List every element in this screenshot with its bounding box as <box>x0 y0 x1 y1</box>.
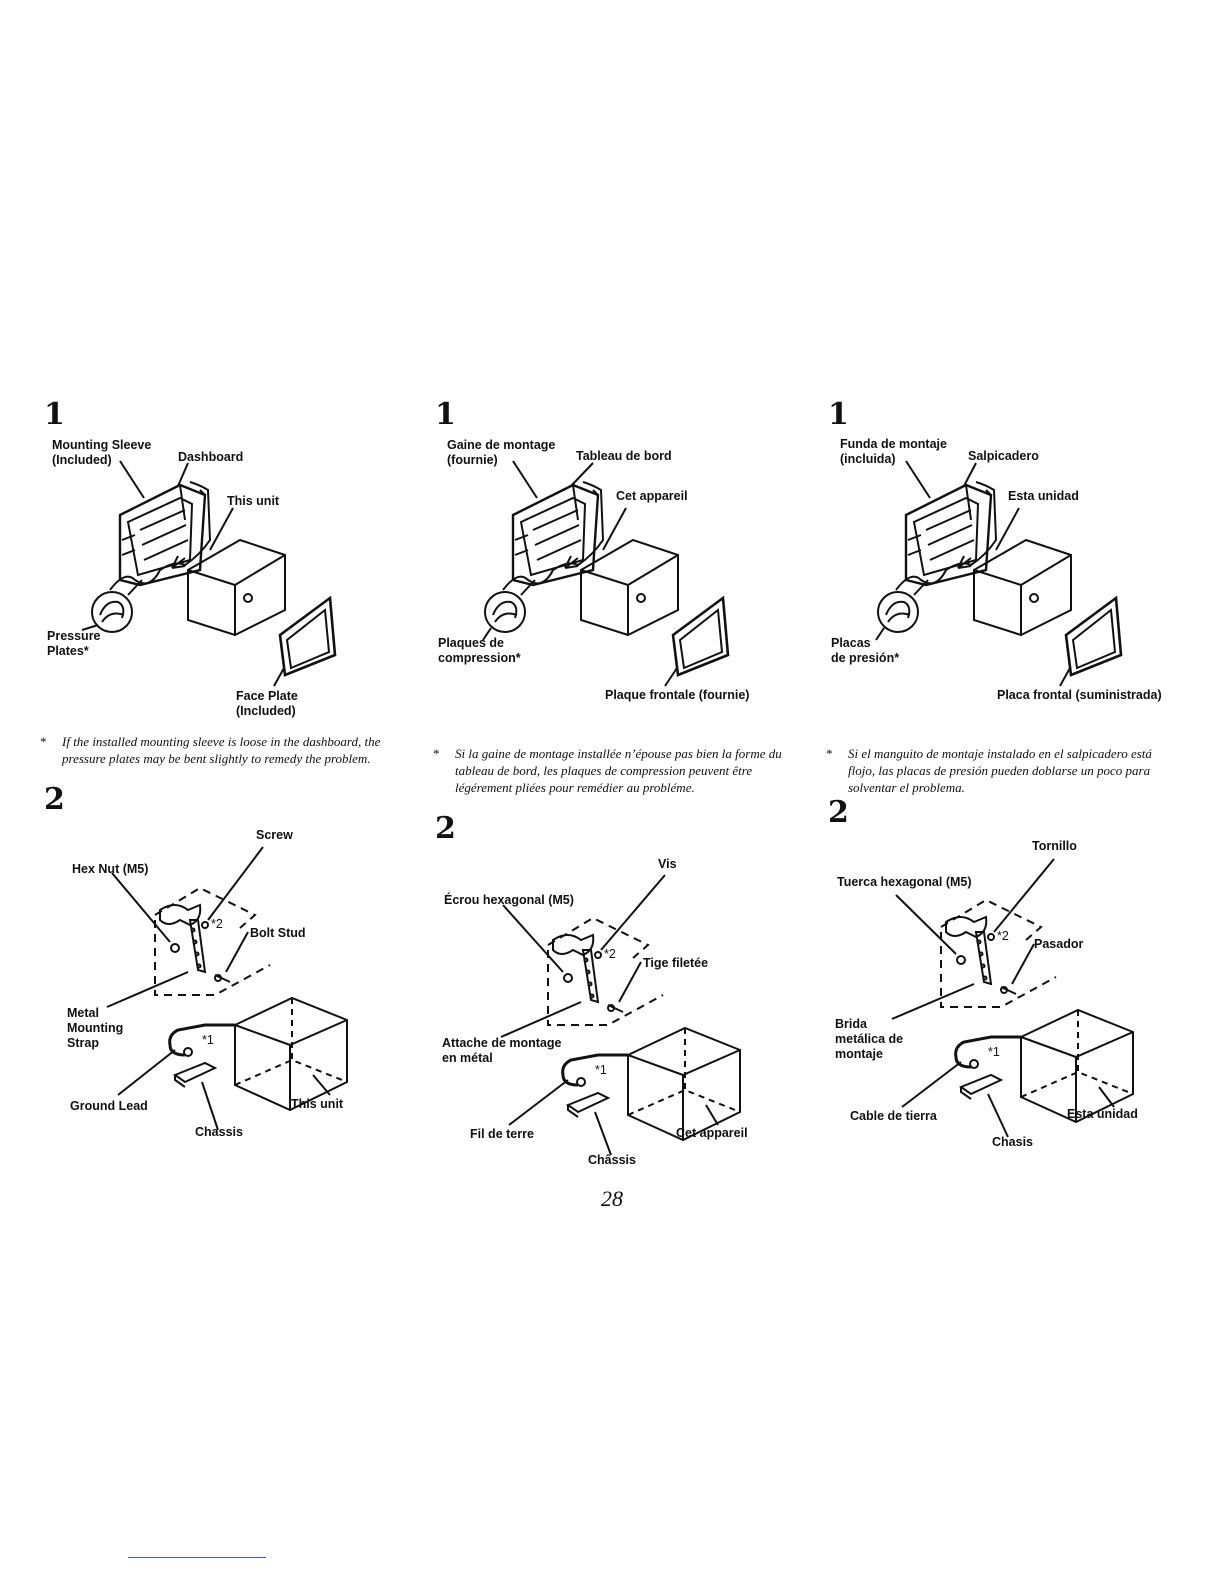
note-text: Si la gaine de montage installée n’épous… <box>455 746 782 795</box>
label-screw: Tornillo <box>1032 839 1077 853</box>
figure-mounting: Gaine de montage (fournie) Tableau de bo… <box>433 430 823 730</box>
step2-number: 2 <box>828 795 849 830</box>
label-mounting-sleeve: Funda de montaje (incluida) <box>840 437 947 466</box>
label-bolt-stud: Tige filetée <box>643 956 709 970</box>
label-face-plate: Placa frontal (suministrada) <box>997 688 1162 702</box>
figure-grounding: Screw Hex Nut (M5) Bolt Stud Metal Mount… <box>40 820 430 1150</box>
step2-number: 2 <box>435 811 456 846</box>
grounding-diagram <box>500 874 741 1156</box>
label-dashboard: Tableau de bord <box>576 449 672 463</box>
label-screw: Vis <box>658 857 677 871</box>
label-unit: Cet appareil <box>676 1126 748 1140</box>
label-mounting-sleeve: Gaine de montage (fournie) <box>447 438 556 467</box>
label-face-plate: Face Plate (Included) <box>236 689 298 718</box>
label-unit: This unit <box>291 1097 344 1111</box>
label-bolt-stud: Bolt Stud <box>250 926 306 940</box>
label-dashboard: Salpicadero <box>968 449 1039 463</box>
figure-mounting: Mounting Sleeve (Included) Dashboard Thi… <box>40 430 430 730</box>
figure-mounting: Funda de montaje (incluida) Salpicadero … <box>826 430 1216 730</box>
label-ground-lead: Ground Lead <box>70 1099 148 1113</box>
footer-rule <box>128 1557 266 1558</box>
label-unit: This unit <box>227 494 280 508</box>
mark-2: *2 <box>211 917 223 931</box>
label-metal-strap: Metal Mounting Strap <box>67 1006 124 1050</box>
label-ground-lead: Cable de tierra <box>850 1109 937 1123</box>
label-face-plate: Plaque frontale (fournie) <box>605 688 750 702</box>
label-chassis: Chassis <box>195 1125 243 1139</box>
label-unit: Esta unidad <box>1008 489 1079 503</box>
label-chassis: Chasis <box>992 1135 1033 1149</box>
grounding-diagram <box>106 846 348 1131</box>
mark-1: *1 <box>202 1033 214 1047</box>
mounting-diagram <box>875 460 1123 687</box>
step1-number: 1 <box>44 397 65 432</box>
label-screw: Screw <box>256 828 293 842</box>
label-mounting-sleeve: Mounting Sleeve (Included) <box>52 438 152 467</box>
note: * If the installed mounting sleeve is lo… <box>40 733 390 789</box>
mark-2: *2 <box>604 947 616 961</box>
note: * Si la gaine de montage installée n’épo… <box>433 745 783 817</box>
mark-1: *1 <box>595 1063 607 1077</box>
figure-grounding: Vis Écrou hexagonal (M5) Tige filetée At… <box>433 850 823 1180</box>
label-unit: Cet appareil <box>616 489 688 503</box>
note: * Si el manguito de montaje instalado en… <box>826 745 1176 801</box>
label-hex-nut: Hex Nut (M5) <box>72 862 149 876</box>
label-pressure-plates: Pressure Plates* <box>47 629 101 658</box>
label-bolt-stud: Pasador <box>1034 937 1084 951</box>
column-english: 1 <box>40 0 430 1584</box>
label-metal-strap: Attache de montage en métal <box>442 1036 562 1065</box>
mark-1: *1 <box>988 1045 1000 1059</box>
grounding-diagram <box>891 858 1134 1138</box>
label-hex-nut: Tuerca hexagonal (M5) <box>837 875 972 889</box>
label-dashboard: Dashboard <box>178 450 244 464</box>
step2-number: 2 <box>44 782 65 817</box>
figure-grounding: Tornillo Tuerca hexagonal (M5) Pasador B… <box>826 832 1216 1162</box>
label-pressure-plates: Placas de presión* <box>831 636 900 665</box>
label-hex-nut: Écrou hexagonal (M5) <box>444 893 574 907</box>
label-metal-strap: Brida metálica de montaje <box>835 1017 904 1061</box>
note-asterisk: * <box>433 746 440 761</box>
mounting-diagram <box>482 460 730 687</box>
mounting-diagram <box>81 460 337 687</box>
step1-number: 1 <box>435 397 456 432</box>
column-french: 1 <box>433 0 823 1584</box>
label-unit: Esta unidad <box>1067 1107 1138 1121</box>
page-number: 28 <box>601 1186 623 1211</box>
note-asterisk: * <box>826 746 833 761</box>
label-pressure-plates: Plaques de compression* <box>438 636 521 665</box>
column-spanish: 1 <box>826 0 1216 1584</box>
mark-2: *2 <box>997 929 1009 943</box>
label-chassis: Châssis <box>588 1153 636 1167</box>
label-ground-lead: Fil de terre <box>470 1127 534 1141</box>
step1-number: 1 <box>828 397 849 432</box>
note-text: Si el manguito de montaje instalado en e… <box>848 746 1152 795</box>
note-asterisk: * <box>40 734 47 749</box>
note-text: If the installed mounting sleeve is loos… <box>62 734 381 766</box>
